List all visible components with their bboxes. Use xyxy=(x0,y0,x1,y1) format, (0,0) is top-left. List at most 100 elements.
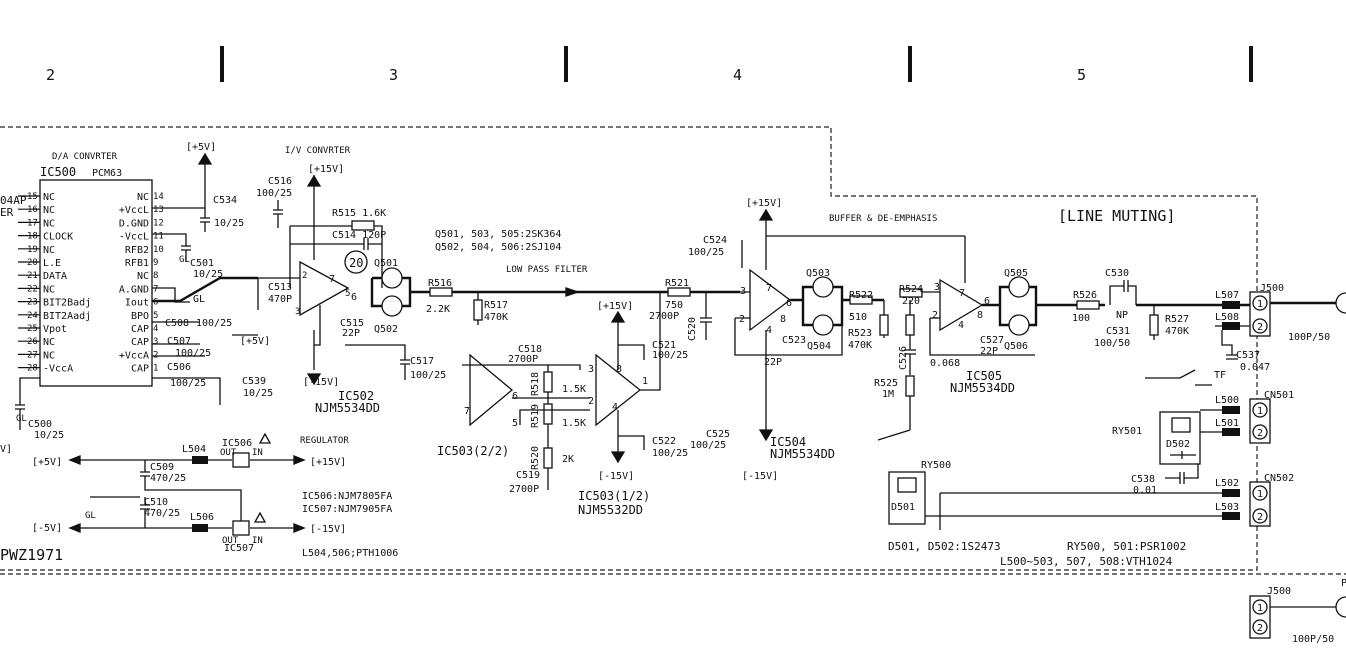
ic500-pin-number: 17 xyxy=(27,218,38,228)
c515-label: C515 xyxy=(340,318,364,329)
ic500-pin-number: 21 xyxy=(27,271,38,281)
ic506-label: IC506 xyxy=(222,438,252,449)
ic507-note: IC507:NJM7905FA xyxy=(302,504,392,515)
c509-value: 470/25 xyxy=(150,473,186,484)
c516-value: 100/25 xyxy=(256,188,292,199)
c526-label: C526 xyxy=(898,346,909,370)
m5v-label: [-5V] xyxy=(32,523,62,534)
l503-inductor xyxy=(1222,512,1240,520)
q501-transistor xyxy=(381,267,403,289)
c516-label: C516 xyxy=(268,176,292,187)
c525-label: C525 xyxy=(706,429,730,440)
pin-label: 2 xyxy=(1257,428,1263,439)
ic504-ref: IC504 xyxy=(770,435,806,449)
r515-resistor xyxy=(351,220,375,231)
regulator-stage: REGULATOR [+5V] [+15V] L504 IC506 OUT IN… xyxy=(0,432,398,564)
r523-value: 470K xyxy=(848,340,872,351)
v-fragment: V] xyxy=(0,444,12,455)
ic500-pin-number: 20 xyxy=(27,258,38,268)
ic500-pin-name: BIT2Aadj xyxy=(43,311,91,322)
pin-label: 1 xyxy=(1257,489,1263,500)
ry501-coil xyxy=(1171,417,1191,433)
gl-label: GL xyxy=(193,294,205,305)
p5v-label: [+5V] xyxy=(32,457,62,468)
iv-converter-title: I/V CONVRTER xyxy=(285,146,351,156)
ry500-coil xyxy=(897,477,917,493)
out-label: OUT xyxy=(220,448,237,458)
ic500-pin-number: 28 xyxy=(27,364,38,374)
ic500-pin-number: 5 xyxy=(153,311,158,321)
ic500-pin-number: 6 xyxy=(153,298,158,308)
cn502-pin xyxy=(1252,485,1268,501)
ic500-pin-name: RFB2 xyxy=(125,245,149,256)
c525-value: 100/25 xyxy=(690,440,726,451)
c517-label: C517 xyxy=(410,356,434,367)
q503-label: Q503 xyxy=(806,268,830,279)
r517-resistor xyxy=(473,299,483,321)
r526-resistor xyxy=(1076,300,1100,310)
c537-label: C537 xyxy=(1236,350,1260,361)
j500-pin xyxy=(1252,295,1268,311)
c510-label: C510 xyxy=(144,497,168,508)
relay-note: RY500, 501:PSR1002 xyxy=(1067,540,1186,553)
r524-value: 220 xyxy=(902,296,920,307)
ic500-pin-name: NC xyxy=(43,205,55,216)
c538-value: 0.01 xyxy=(1133,485,1157,496)
ic500-pin-name: NC xyxy=(43,192,55,203)
pin-label: 2 xyxy=(932,310,938,321)
ic500-pin-name: -VccA xyxy=(43,364,73,375)
l504-label: L504 xyxy=(182,444,206,455)
l501-inductor xyxy=(1222,428,1240,436)
left-edge-fragment: ER xyxy=(0,206,14,219)
r523-resistor xyxy=(879,314,889,336)
c527-label: C527 xyxy=(980,335,1004,346)
pin-label: 1 xyxy=(1257,299,1263,310)
c508-value: 100/25 xyxy=(196,318,232,329)
l501-label: L501 xyxy=(1215,418,1239,429)
l503-label: L503 xyxy=(1215,502,1239,513)
left-edge-fragment: 04AP xyxy=(0,194,27,207)
ic500-pin-number: 16 xyxy=(27,205,38,215)
pin-label: 6 xyxy=(512,391,518,402)
p15v-label: [+15V] xyxy=(597,301,633,312)
ic506-note: IC506:NJM7805FA xyxy=(302,491,392,502)
q505-transistor xyxy=(1008,276,1030,298)
p5v-label: [+5V] xyxy=(186,142,216,153)
grid-col-3: 3 xyxy=(389,66,398,84)
ic500-pin-name: NC xyxy=(43,218,55,229)
grid-divider xyxy=(220,46,224,82)
gl-label: GL xyxy=(85,511,96,521)
c534-label: C534 xyxy=(213,195,237,206)
ic502-ref: IC502 xyxy=(338,389,374,403)
r517-label: R517 xyxy=(484,300,508,311)
c534-value: 10/25 xyxy=(214,218,244,229)
cn501-pin xyxy=(1252,424,1268,440)
pin-label: 7 xyxy=(766,283,772,294)
pin-label: 6 xyxy=(984,296,990,307)
c524-value: 100/25 xyxy=(688,247,724,258)
c500-value: 10/25 xyxy=(34,430,64,441)
q505-label: Q505 xyxy=(1004,268,1028,279)
ic503-12-label: IC503(1/2) xyxy=(578,489,650,503)
c523-label: C523 xyxy=(782,335,806,346)
ic500-pin-number: 7 xyxy=(153,284,158,294)
ic505-ref: IC505 xyxy=(966,369,1002,383)
r525-label: R525 xyxy=(874,378,898,389)
c518-value: 2700P xyxy=(508,354,538,365)
grid-divider xyxy=(564,46,568,82)
c518-label: C518 xyxy=(518,344,542,355)
np-label: NP xyxy=(1116,310,1128,321)
ic507-label: IC507 xyxy=(224,543,254,554)
c501-value: 10/25 xyxy=(193,269,223,280)
transistor-note: Q501, 503, 505:2SK364 xyxy=(435,229,561,240)
ic500-pin-name: Iout xyxy=(125,298,149,309)
l500-label: L500 xyxy=(1215,395,1239,406)
j500-b-label: J500 xyxy=(1267,586,1291,597)
ic500-pin-name: +VccA xyxy=(119,350,149,361)
ic500-pin-number: 15 xyxy=(27,192,38,202)
r524-label: R524 xyxy=(899,284,923,295)
j500-pin xyxy=(1252,318,1268,334)
circle-20-marker xyxy=(344,250,368,274)
